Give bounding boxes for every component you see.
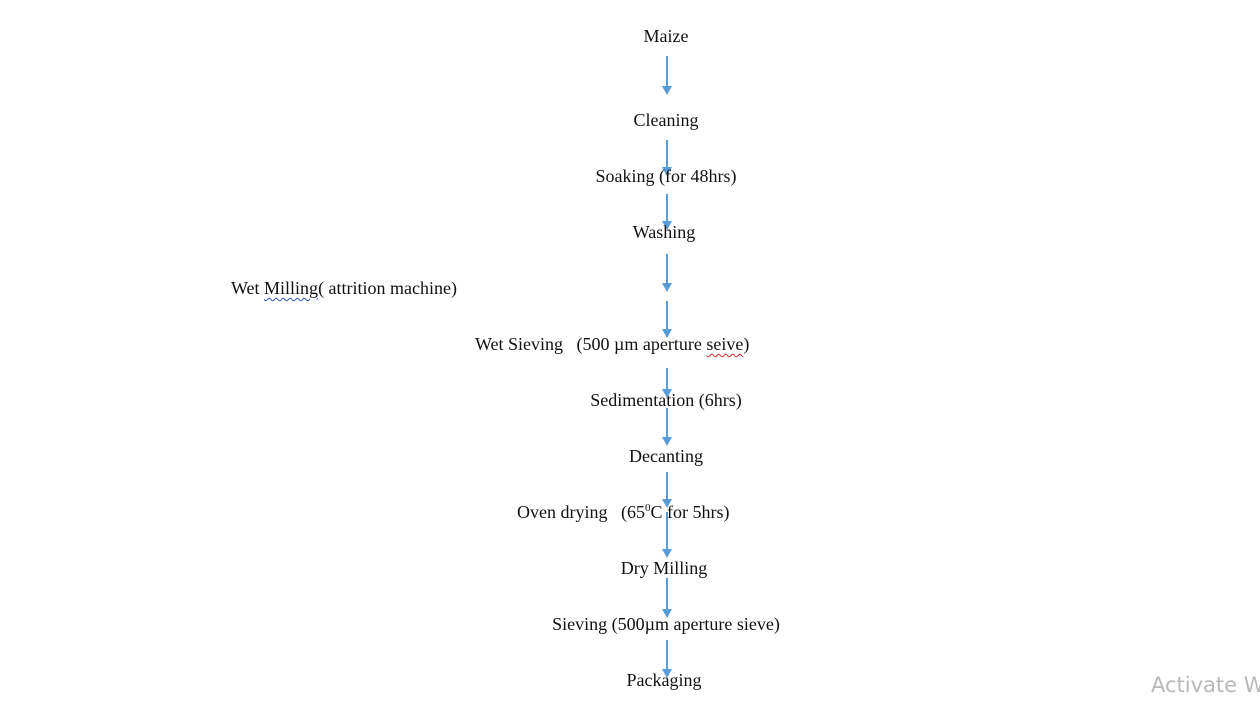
flow-arrow	[662, 254, 672, 292]
step-washing: Washing	[632, 222, 696, 242]
flow-arrow-head	[662, 549, 672, 558]
oven-drying-superscript: 0	[644, 502, 651, 514]
step-packaging: Packaging	[626, 670, 702, 690]
wet-milling-text-2: Milling	[264, 278, 319, 298]
wet-sieving-text-3: )	[743, 334, 750, 354]
step-oven-drying: Oven drying (650C for 5hrs)	[517, 502, 729, 522]
step-cleaning: Cleaning	[633, 110, 699, 130]
flow-arrow	[662, 56, 672, 95]
step-wet-milling: Wet Milling( attrition machine)	[231, 278, 457, 298]
activate-windows-watermark: Activate W	[1151, 673, 1260, 697]
step-wet-sieving: Wet Sieving (500 µm aperture seive)	[475, 334, 749, 354]
step-decanting: Decanting	[629, 446, 703, 466]
flow-arrow-head	[662, 283, 672, 292]
flow-arrow	[662, 578, 672, 618]
wet-milling-text-3: ( attrition machine)	[318, 278, 458, 298]
step-sieving: Sieving (500µm aperture sieve)	[552, 614, 780, 634]
flow-arrow-head	[662, 437, 672, 446]
wet-sieving-text-1: Wet Sieving (500 µm aperture	[475, 334, 707, 354]
flow-arrow-head	[662, 86, 672, 95]
oven-drying-text-2: C for 5hrs)	[650, 502, 730, 522]
step-maize: Maize	[643, 26, 689, 46]
flow-arrow	[662, 408, 672, 446]
step-soaking: Soaking (for 48hrs)	[595, 166, 737, 186]
flow-arrow	[662, 301, 672, 338]
wet-sieving-text-2: seive	[706, 334, 744, 354]
oven-drying-text-1: Oven drying (65	[517, 502, 645, 522]
wet-milling-text-1: Wet	[231, 278, 265, 298]
step-sedimentation: Sedimentation (6hrs)	[590, 390, 742, 410]
step-dry-milling: Dry Milling	[620, 558, 708, 578]
